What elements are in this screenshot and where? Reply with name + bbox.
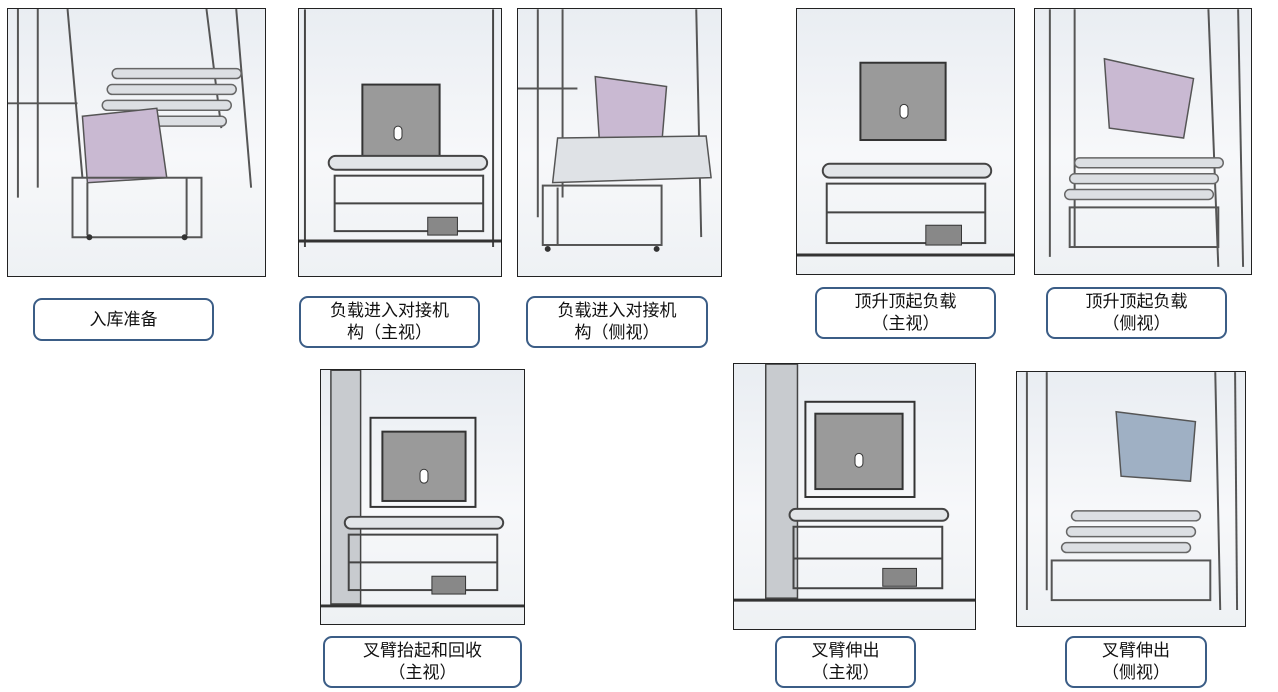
- step-4-caption: 顶升顶起负载 （主视）: [815, 287, 996, 339]
- fork-retract-front-view-drawing: [321, 370, 524, 608]
- step-3-image: [517, 8, 722, 277]
- side-view-drawing: [518, 9, 712, 252]
- fork-extend-side-view-drawing: [1025, 372, 1239, 611]
- step-8-image: [1016, 371, 1246, 627]
- step-6-image: [320, 369, 525, 625]
- step-2-caption: 负载进入对接机 构（主视）: [299, 296, 480, 348]
- front-view-drawing: [299, 9, 501, 247]
- step-4-image: [796, 8, 1015, 275]
- step-2-image: [298, 8, 502, 277]
- step-7-caption: 叉臂伸出 （主视）: [775, 636, 916, 688]
- iso-conveyor-drawing: [8, 9, 253, 241]
- step-5-image: [1034, 8, 1252, 275]
- step-1-image: [7, 8, 266, 277]
- lift-side-view-drawing: [1048, 9, 1245, 267]
- step-8-caption: 叉臂伸出 （侧视）: [1065, 636, 1207, 688]
- step-3-caption: 负载进入对接机 构（侧视）: [526, 296, 708, 348]
- step-6-caption: 叉臂抬起和回收 （主视）: [323, 636, 522, 688]
- fork-extend-front-view-drawing: [734, 364, 975, 602]
- step-7-image: [733, 363, 976, 630]
- step-1-caption: 入库准备: [33, 298, 214, 341]
- step-5-caption: 顶升顶起负载 （侧视）: [1046, 287, 1227, 339]
- lift-front-view-drawing: [797, 61, 1014, 257]
